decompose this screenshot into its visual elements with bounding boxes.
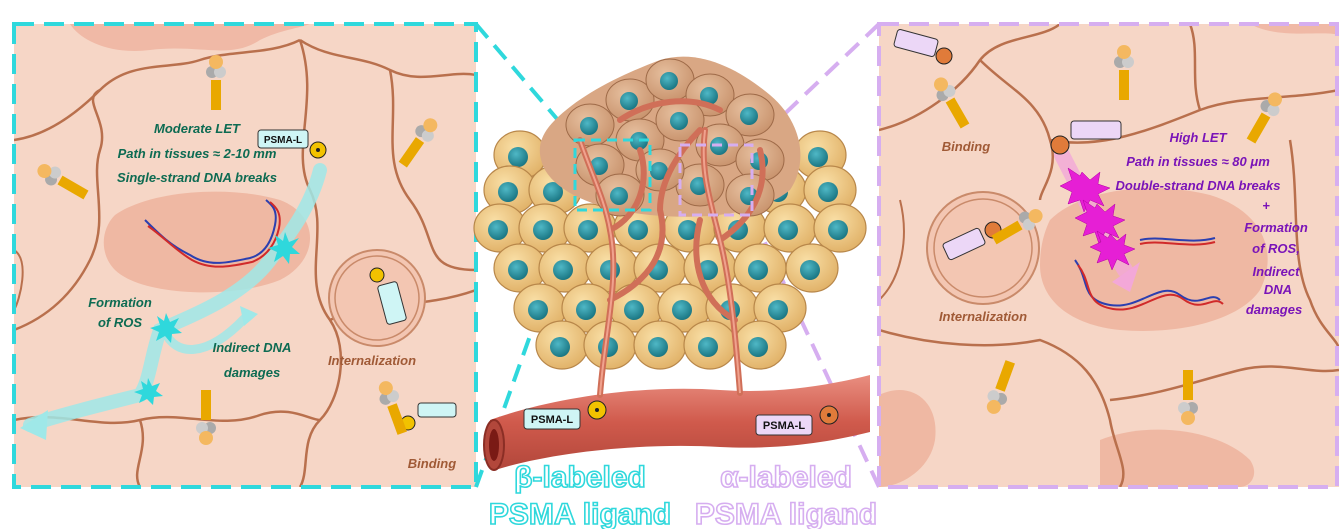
cell-nucleus bbox=[508, 260, 528, 280]
cell-nucleus bbox=[600, 260, 620, 280]
beta-label-line-1: β-labeled bbox=[514, 461, 646, 494]
left-binding-label: Binding bbox=[408, 456, 456, 471]
cell-nucleus bbox=[800, 260, 820, 280]
cell-nucleus bbox=[740, 107, 758, 125]
cell-nucleus bbox=[808, 147, 828, 167]
cell-nucleus bbox=[818, 182, 838, 202]
cell-nucleus bbox=[550, 337, 570, 357]
right-indirect-line-1: Indirect bbox=[1253, 264, 1301, 279]
cell-nucleus bbox=[748, 260, 768, 280]
alpha-effect-line-2: Path in tissues ≈ 80 μm bbox=[1126, 154, 1270, 169]
beta-effect-line-2: Path in tissues ≈ 2-10 mm bbox=[118, 146, 277, 161]
endosome bbox=[329, 250, 425, 346]
alpha-effect-line-3: Double-strand DNA breaks bbox=[1116, 178, 1281, 193]
cell-nucleus bbox=[576, 300, 596, 320]
cell-nucleus bbox=[580, 117, 598, 135]
center-alpha-psma-tag: PSMA-L bbox=[763, 420, 805, 432]
beta-effect-line-3: Single-strand DNA breaks bbox=[117, 170, 277, 185]
center-tumor: PSMA-L PSMA-L β-labeled PSMA ligand α-la… bbox=[474, 24, 879, 529]
radioactive-icon bbox=[1051, 136, 1069, 154]
left-ros-line-2: of ROS bbox=[98, 315, 142, 330]
radioactive-icon bbox=[936, 48, 952, 64]
left-ros-line-1: Formation bbox=[88, 295, 152, 310]
alpha-label-line-1: α-labeled bbox=[720, 461, 852, 494]
cell-nucleus bbox=[488, 220, 508, 240]
alpha-effect-line-1: High LET bbox=[1169, 130, 1227, 145]
cell-nucleus bbox=[578, 220, 598, 240]
cell-nucleus bbox=[508, 147, 528, 167]
cell-nucleus bbox=[553, 260, 573, 280]
left-panel: PSMA-L Moderate LET Path in ti bbox=[14, 24, 476, 487]
cell-nucleus bbox=[672, 300, 692, 320]
psma-tag-text: PSMA-L bbox=[264, 135, 302, 146]
cell-nucleus bbox=[748, 337, 768, 357]
cell-nucleus bbox=[828, 220, 848, 240]
beta-label-line-2: PSMA ligand bbox=[489, 498, 671, 529]
left-indirect-line-1: Indirect DNA bbox=[213, 340, 292, 355]
cell-nucleus bbox=[768, 300, 788, 320]
left-internalization-label: Internalization bbox=[328, 353, 416, 368]
right-ros-line-1: Formation bbox=[1244, 220, 1308, 235]
cell-nucleus bbox=[620, 92, 638, 110]
alpha-plus: + bbox=[1262, 198, 1270, 213]
right-binding-label: Binding bbox=[942, 139, 990, 154]
right-indirect-line-2: DNA bbox=[1264, 282, 1292, 297]
beta-effect-line-1: Moderate LET bbox=[154, 121, 241, 136]
right-indirect-line-3: damages bbox=[1246, 302, 1302, 317]
right-ros-line-2: of ROS, bbox=[1252, 241, 1300, 256]
cell-nucleus bbox=[670, 112, 688, 130]
cell-nucleus bbox=[528, 300, 548, 320]
alpha-label-line-2: PSMA ligand bbox=[695, 498, 877, 529]
cell-nucleus bbox=[624, 300, 644, 320]
cell-nucleus bbox=[648, 337, 668, 357]
right-internalization-label: Internalization bbox=[939, 309, 1027, 324]
radioactive-icon bbox=[370, 268, 384, 282]
cell-nucleus bbox=[660, 72, 678, 90]
left-indirect-line-2: damages bbox=[224, 365, 280, 380]
right-panel: High LET Path in tissues ≈ 80 μm Double-… bbox=[879, 24, 1339, 487]
cell-nucleus bbox=[498, 182, 518, 202]
cell-nucleus bbox=[628, 220, 648, 240]
cell-nucleus bbox=[533, 220, 553, 240]
center-beta-psma-tag: PSMA-L bbox=[531, 414, 573, 426]
cell-nucleus bbox=[778, 220, 798, 240]
cell-nucleus bbox=[610, 187, 628, 205]
cell-nucleus bbox=[698, 337, 718, 357]
